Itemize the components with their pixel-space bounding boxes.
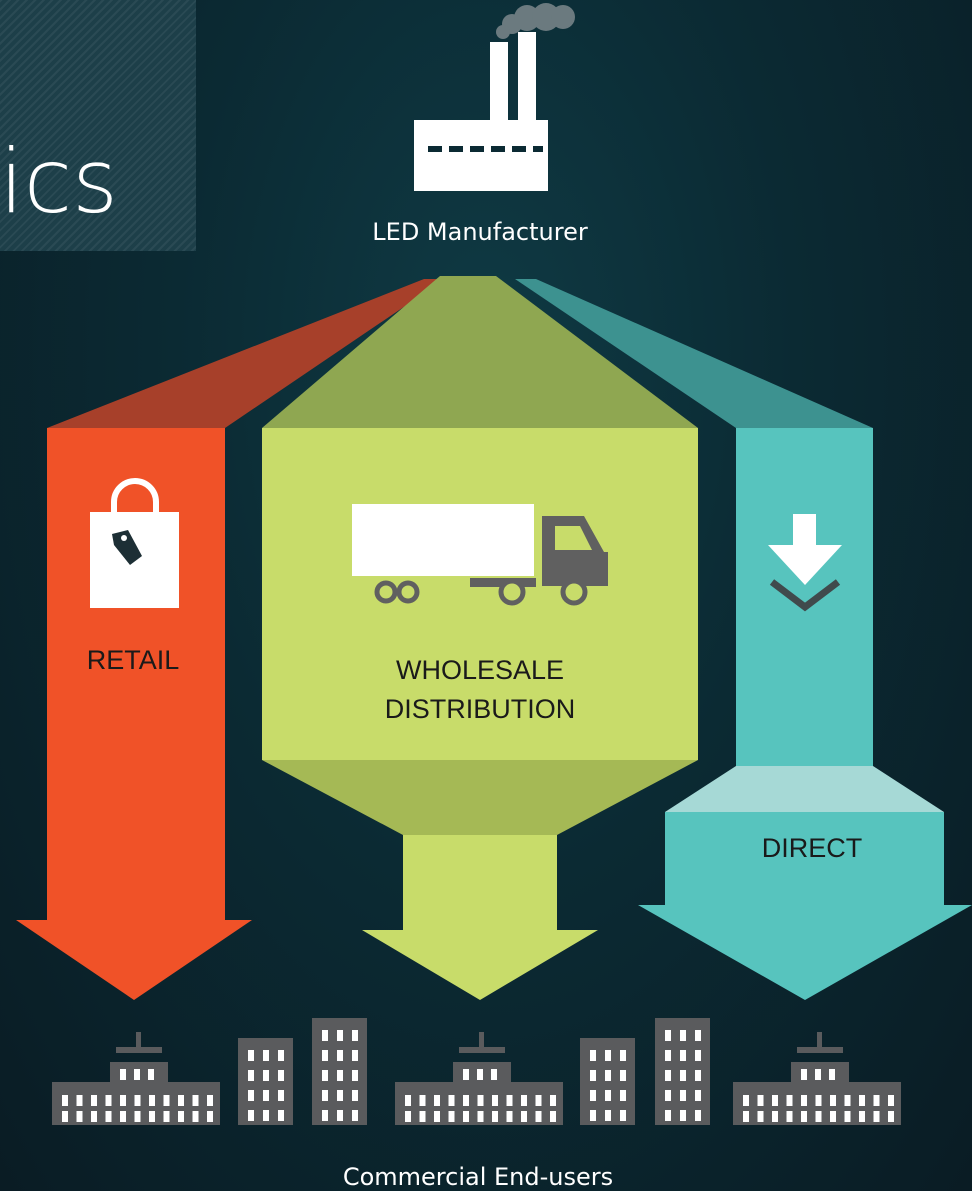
wholesale-label-line-2: DISTRIBUTION (385, 694, 576, 724)
direct-arrow-shoulder (665, 766, 944, 812)
truck-icon (352, 504, 608, 606)
direct-label: DIRECT (762, 833, 863, 863)
direct-arrow-body (736, 428, 873, 766)
retail-arrow (16, 428, 252, 1000)
factory-icon (414, 3, 575, 191)
download-icon (768, 514, 842, 612)
wholesale-arrow (362, 835, 598, 1000)
title-line-2: ics (0, 130, 118, 233)
title-panel: d ics (0, 0, 196, 251)
title-line-1: d (0, 8, 6, 96)
wholesale-label-line-1: WHOLESALE (396, 655, 564, 685)
destination-label: Commercial End-users (343, 1163, 613, 1191)
wholesale-bottom (262, 760, 698, 835)
wholesale-arrow-top (262, 276, 698, 428)
buildings-row (52, 1018, 901, 1125)
retail-label: RETAIL (87, 645, 180, 675)
direct-arrow-top (515, 279, 873, 428)
retail-arrow-top (47, 279, 445, 428)
direct-arrow (638, 812, 972, 1000)
shopping-bag-icon (90, 478, 179, 608)
source-label: LED Manufacturer (372, 218, 588, 246)
